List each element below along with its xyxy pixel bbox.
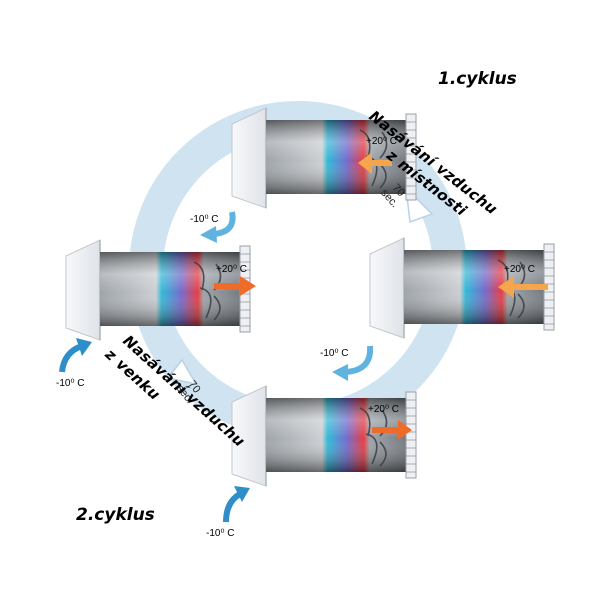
cold-arrow-in-icon xyxy=(223,491,242,523)
cold-arrowhead-icon xyxy=(76,338,92,356)
timer-left-value: 70 xyxy=(186,378,203,395)
warm-arrow-out-icon xyxy=(372,420,412,440)
temp-top-out: -10⁰ C xyxy=(190,214,218,225)
cold-arrow-out-icon xyxy=(345,345,374,375)
warm-arrow-out-icon xyxy=(214,276,256,296)
temp-right-in: +20⁰ C xyxy=(504,264,535,275)
temp-bottom-out: +20⁰ C xyxy=(368,404,399,415)
warm-arrow-in-icon xyxy=(498,276,548,298)
cold-arrowhead-icon xyxy=(234,486,250,502)
unit-bottom xyxy=(231,385,417,487)
cycle-1-label: 1.cyklus xyxy=(438,69,517,89)
temp-left-in: -10⁰ C xyxy=(56,378,84,389)
cold-arrow-out-icon xyxy=(213,211,236,237)
cold-arrowhead-icon xyxy=(200,226,217,243)
cycle-2-label: 2.cyklus xyxy=(76,505,155,525)
warm-arrow-in-icon xyxy=(358,152,392,174)
temp-bottom-in: -10⁰ C xyxy=(206,528,234,539)
cold-arrow-in-icon xyxy=(59,343,84,373)
temp-top-in: +20⁰ C xyxy=(366,136,397,147)
cold-arrowhead-icon xyxy=(332,364,348,381)
ring-arrowhead-icon xyxy=(166,358,198,386)
temp-right-out: -10⁰ C xyxy=(320,348,348,359)
temp-left-out: +20⁰ C xyxy=(216,264,247,275)
unit-left xyxy=(65,239,251,341)
